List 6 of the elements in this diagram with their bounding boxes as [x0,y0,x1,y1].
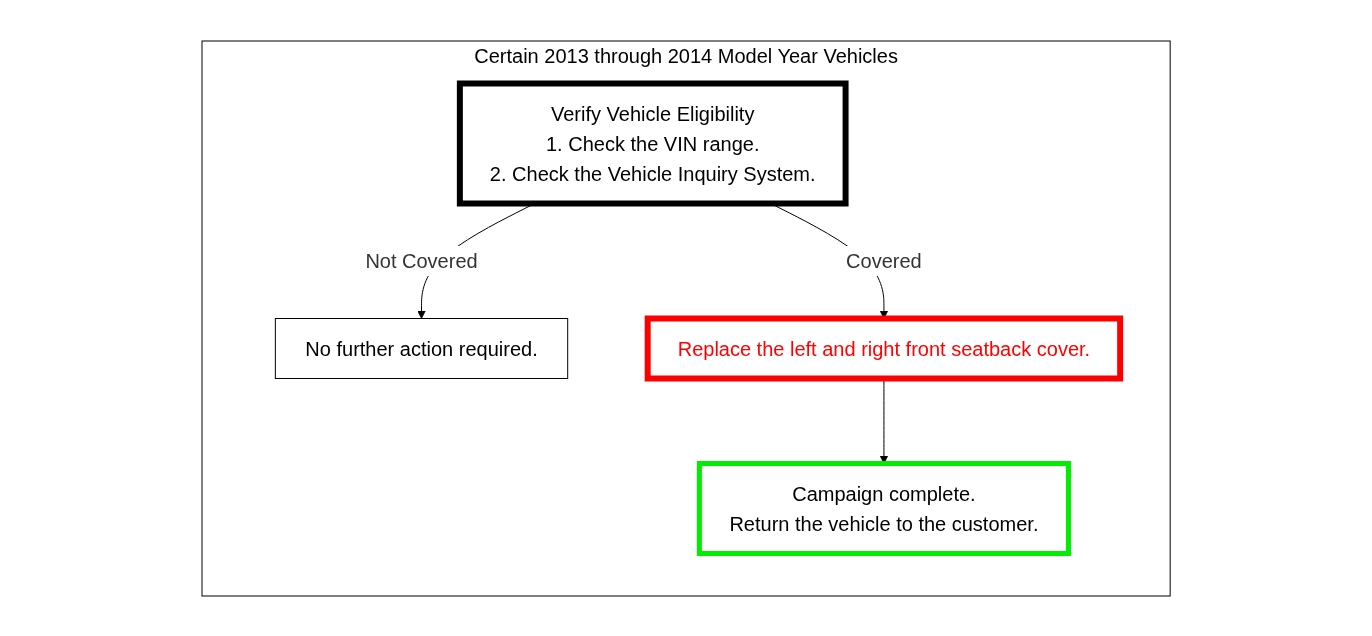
edge-label: Not Covered [365,249,478,272]
node-box: Verify Vehicle Eligibility 1. Check the VIN range. 2. Check the Vehicle Inquiry System. [456,80,849,206]
node-box: Replace the left and right front seatback cover. [644,315,1124,381]
node-box: No further action required. [274,317,569,379]
edge-label: Covered [846,249,922,272]
node-box: Campaign complete. Return the vehicle to the customer. [696,460,1071,556]
